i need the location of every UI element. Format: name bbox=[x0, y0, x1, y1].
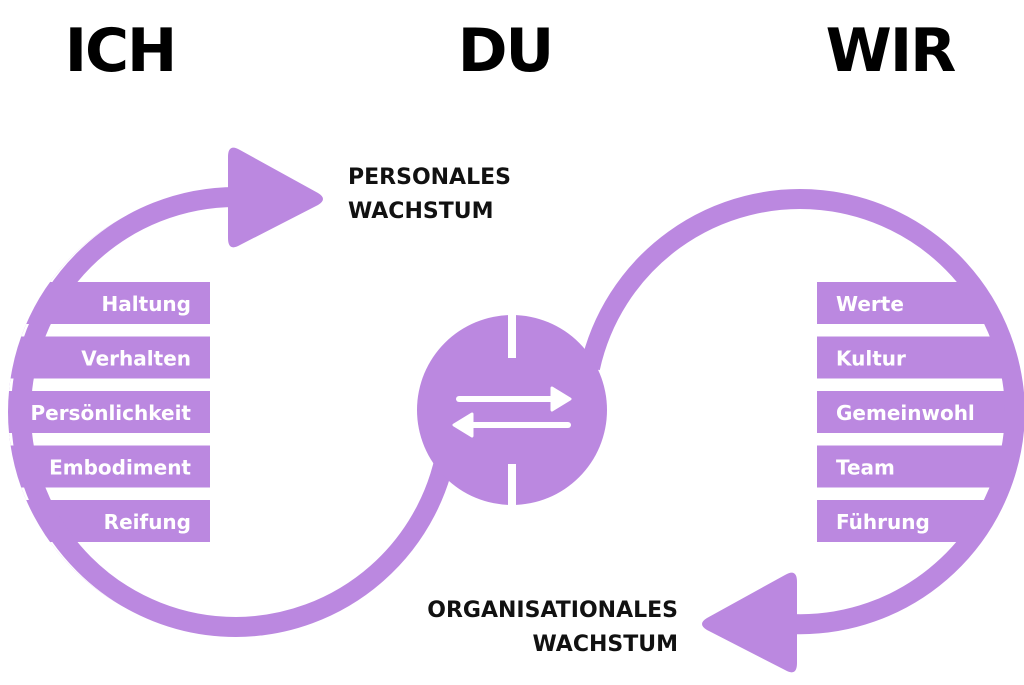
center-circle bbox=[417, 315, 607, 505]
caption-personal-growth: PERSONALES WACHSTUM bbox=[348, 165, 511, 224]
caption-organisational-line1: ORGANISATIONALES bbox=[427, 598, 678, 623]
right-bar-label: Gemeinwohl bbox=[836, 401, 975, 425]
right-bar-label: Werte bbox=[836, 292, 904, 316]
caption-organisational-line2: WACHSTUM bbox=[533, 632, 678, 657]
heading-wir: WIR bbox=[826, 16, 956, 86]
left-loop: HaltungVerhaltenPersönlichkeitEmbodiment… bbox=[8, 147, 458, 638]
left-bar-gap bbox=[8, 487, 210, 500]
left-ring bbox=[11, 187, 458, 638]
right-bar-label: Führung bbox=[836, 510, 930, 534]
center-slit-bottom bbox=[508, 464, 516, 512]
right-bar-label: Team bbox=[836, 456, 895, 480]
caption-personal-line1: PERSONALES bbox=[348, 165, 511, 190]
personal-growth-arrow-icon bbox=[228, 147, 323, 248]
organisational-growth-arrow-icon bbox=[702, 572, 797, 673]
left-bar-gap bbox=[8, 324, 210, 337]
right-bar-gap bbox=[817, 433, 1012, 446]
left-bar-label: Haltung bbox=[102, 292, 191, 316]
heading-ich: ICH bbox=[65, 16, 176, 86]
left-bar-gap bbox=[8, 190, 210, 282]
right-bar-gap bbox=[817, 200, 1012, 282]
left-bar-gap bbox=[8, 433, 210, 446]
left-bar-label: Persönlichkeit bbox=[30, 401, 191, 425]
center-exchange bbox=[417, 312, 607, 512]
right-bar-gap bbox=[817, 542, 1012, 624]
center-slit-top bbox=[508, 312, 516, 358]
caption-organisational-growth: ORGANISATIONALES WACHSTUM bbox=[427, 598, 678, 657]
left-bar-gap bbox=[8, 542, 210, 634]
heading-du: DU bbox=[458, 16, 553, 86]
left-bar-label: Embodiment bbox=[49, 456, 191, 480]
right-bar-gap bbox=[817, 378, 1012, 391]
caption-personal-line2: WACHSTUM bbox=[348, 199, 493, 224]
right-bar-gap bbox=[817, 487, 1012, 500]
left-bar-label: Verhalten bbox=[81, 347, 191, 371]
right-bar-gap bbox=[817, 324, 1012, 337]
left-bar-label: Reifung bbox=[104, 510, 191, 534]
left-bar-gap bbox=[8, 378, 210, 391]
right-bar-label: Kultur bbox=[836, 347, 906, 371]
right-ring bbox=[580, 189, 1024, 635]
exchange-arrows-icon bbox=[452, 386, 572, 438]
